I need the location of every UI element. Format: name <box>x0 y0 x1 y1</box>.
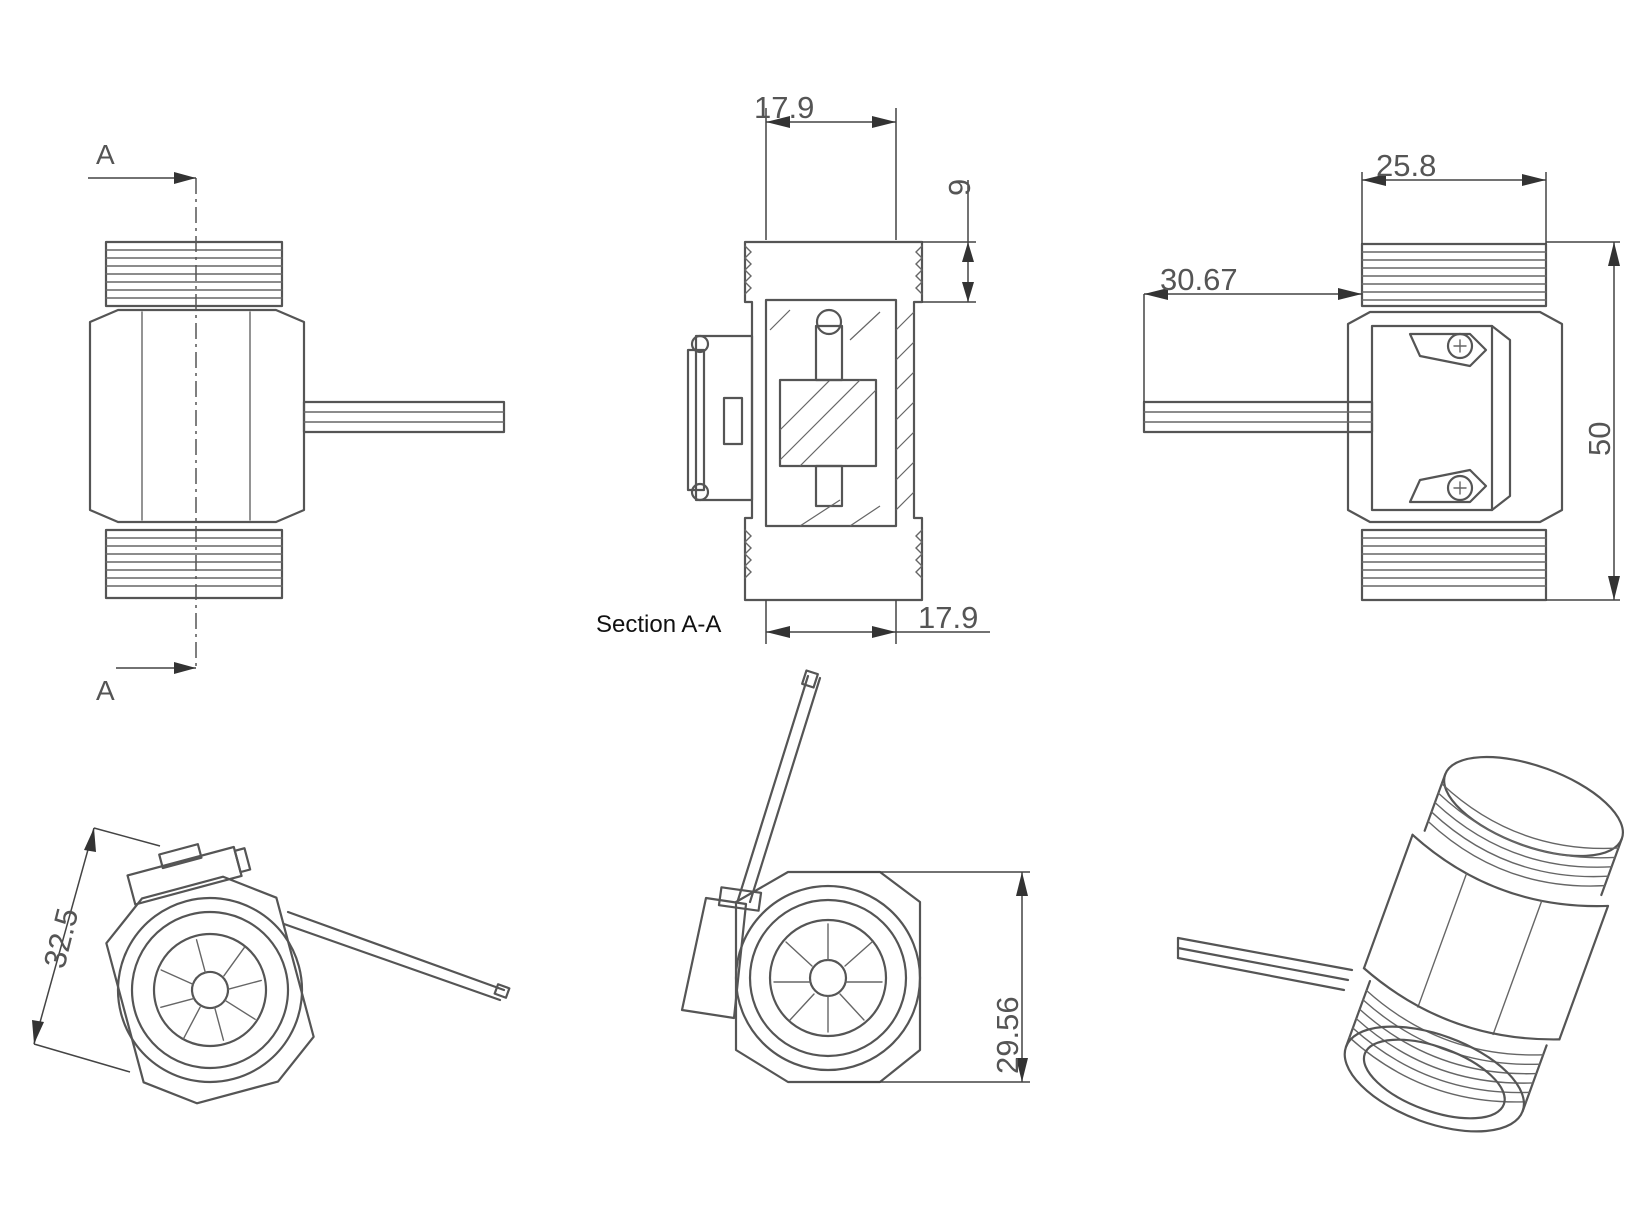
side-view: 25.8 30.67 50 <box>1142 148 1620 602</box>
dim-section-top-width: 17.9 <box>754 90 814 125</box>
end-view-wire <box>282 910 511 1002</box>
dim-section-bottom-width: 17.9 <box>918 600 978 635</box>
side-bottom-thread-lines <box>1361 537 1547 587</box>
dim-side-height: 50 <box>1582 422 1617 456</box>
iso-bottom-thread-lines <box>1348 989 1544 1103</box>
dim-end-view-width: 29.56 <box>990 996 1025 1074</box>
dim-end-view-height: 32.5 <box>37 905 86 972</box>
front-bottom-thread-lines <box>105 537 283 587</box>
end-view-upright: 29.56 <box>680 669 1030 1084</box>
section-mark-bottom: A <box>96 675 115 706</box>
dim-side-wire-length: 30.67 <box>1160 262 1238 297</box>
end-view-tilted: 32.5 <box>32 827 511 1105</box>
iso-wires <box>1176 936 1354 992</box>
iso-top-thread-lines <box>1427 783 1620 887</box>
upright-impeller-blades <box>773 923 883 1033</box>
section-mark-top: A <box>96 139 115 170</box>
end-view-impeller-blades <box>160 939 262 1041</box>
dim-side-body-width: 25.8 <box>1376 148 1436 183</box>
dim-section-thread-length: 9 <box>942 179 977 196</box>
section-view: 17.9 9 17.9 Section A-A <box>596 90 990 644</box>
side-top-thread-lines <box>1361 251 1547 301</box>
front-top-thread-lines <box>105 249 283 299</box>
section-caption: Section A-A <box>596 611 721 638</box>
front-wires <box>302 400 506 434</box>
isometric-view <box>1176 755 1625 1133</box>
side-wires <box>1142 400 1374 434</box>
section-hatching <box>769 309 915 527</box>
front-view: A A <box>88 139 506 706</box>
